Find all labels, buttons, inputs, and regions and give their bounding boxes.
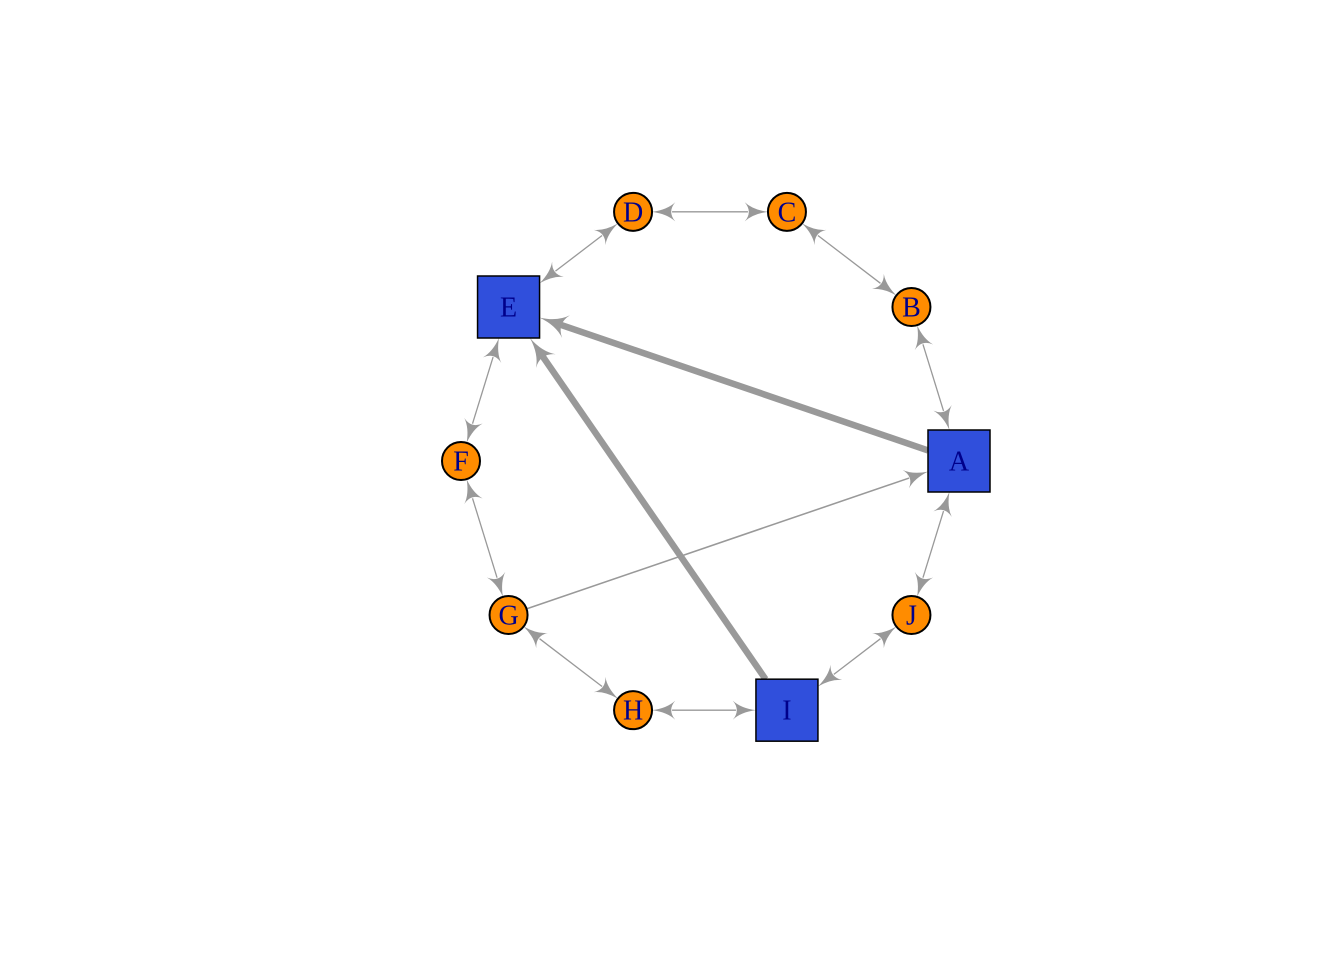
node-label: C: [778, 197, 797, 228]
edge-G-H: [539, 638, 603, 688]
arrowhead-G-F-icon: [464, 479, 483, 505]
node-label: E: [500, 293, 517, 324]
edges-layer: [464, 202, 952, 720]
circle-node-shape: [891, 594, 932, 635]
arrowhead-I-H-icon: [652, 700, 676, 720]
arrowhead-J-I-icon: [817, 664, 843, 687]
edge-B-C: [817, 234, 881, 284]
edge-A-E: [557, 320, 930, 454]
edge-I-J: [833, 638, 881, 675]
edge-J-A: [922, 510, 945, 578]
arrowhead-A-B-icon: [914, 325, 934, 351]
edge-D-E: [555, 234, 603, 272]
node-label: H: [623, 696, 643, 727]
node-G[interactable]: G: [488, 594, 529, 635]
node-I[interactable]: I: [755, 678, 819, 742]
square-node-shape: [755, 678, 819, 742]
node-H[interactable]: H: [613, 690, 654, 731]
edge-E-F: [471, 356, 494, 424]
arrowhead-A-J-icon: [914, 571, 934, 597]
circle-node-shape: [441, 441, 481, 481]
circle-node-shape: [613, 690, 654, 731]
node-A[interactable]: A: [927, 429, 991, 493]
circle-node-shape: [766, 191, 807, 232]
node-label: F: [453, 447, 469, 478]
square-node-shape: [476, 275, 541, 339]
arrowhead-D-E-icon: [539, 261, 564, 284]
arrowhead-E-F-icon: [464, 417, 483, 443]
edge-I-E: [538, 352, 769, 682]
node-label: I: [782, 696, 791, 727]
arrowhead-G-H-icon: [593, 676, 618, 699]
arrowhead-I-J-icon: [872, 626, 897, 649]
arrowhead-A-E-icon: [539, 315, 570, 339]
node-B[interactable]: B: [891, 287, 932, 328]
arrowhead-I-E-icon: [529, 338, 556, 368]
arrowhead-F-E-icon: [482, 338, 502, 363]
arrowhead-E-D-icon: [593, 223, 618, 246]
edge-G-A: [526, 477, 910, 610]
arrowhead-G-A-icon: [902, 469, 928, 489]
nodes-layer: A B C D E F G H I J: [441, 191, 991, 742]
node-E[interactable]: E: [476, 275, 541, 339]
circle-node-shape: [488, 594, 529, 635]
arrowhead-B-A-icon: [933, 405, 952, 430]
node-J[interactable]: J: [891, 594, 932, 635]
circle-node-shape: [613, 191, 654, 232]
node-F[interactable]: F: [441, 441, 481, 481]
node-C[interactable]: C: [766, 191, 807, 232]
square-node-shape: [927, 429, 991, 493]
node-label: B: [902, 293, 921, 324]
node-D[interactable]: D: [613, 191, 654, 232]
node-label: G: [498, 600, 518, 631]
arrowhead-B-C-icon: [802, 223, 827, 246]
arrowhead-C-B-icon: [872, 273, 897, 296]
node-label: A: [949, 447, 970, 478]
arrowhead-D-C-icon: [744, 202, 768, 222]
node-label: D: [623, 197, 643, 228]
arrowhead-F-G-icon: [486, 571, 506, 597]
node-label: J: [906, 600, 917, 631]
edge-A-B: [922, 344, 945, 412]
arrowhead-H-G-icon: [523, 626, 548, 649]
arrowhead-C-D-icon: [652, 202, 676, 222]
circle-node-shape: [891, 287, 932, 328]
arrowhead-J-A-icon: [933, 492, 952, 517]
arrowhead-H-I-icon: [732, 700, 756, 720]
edge-F-G: [471, 498, 498, 578]
